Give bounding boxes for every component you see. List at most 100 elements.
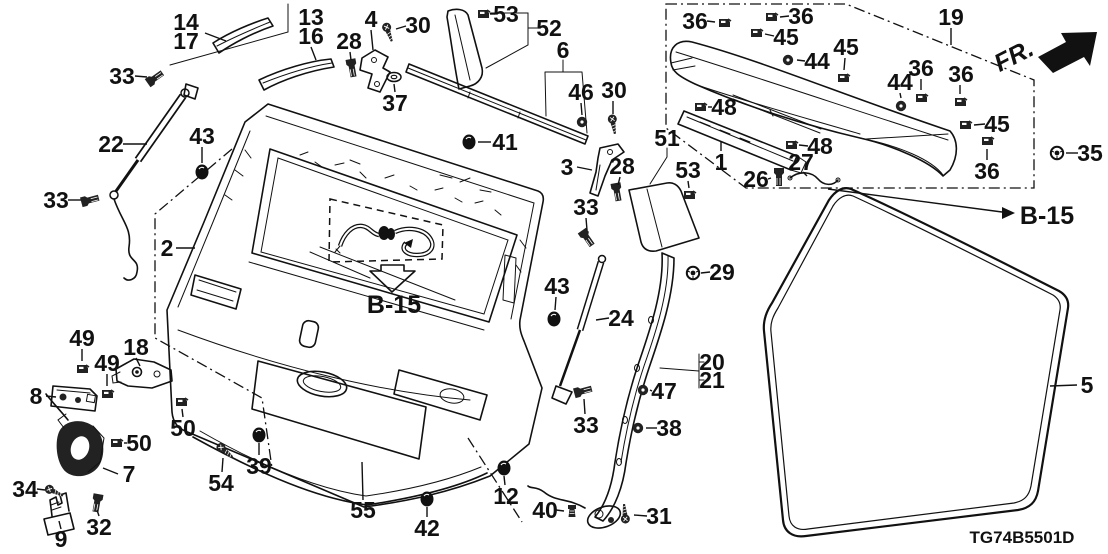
clip-icon [101, 389, 115, 399]
part-label-5: 5 [1081, 372, 1094, 398]
part-label-40: 40 [532, 497, 558, 523]
grommet-icon [546, 310, 562, 328]
leader-line-12 [503, 475, 506, 486]
leader-line-55 [361, 461, 364, 501]
b15-right-label: B-15 [1020, 202, 1074, 230]
spoiler-boundary-box [665, 3, 1035, 189]
leader-line-44 [796, 59, 806, 62]
striker-9 [43, 492, 75, 536]
ring-icon [1049, 145, 1065, 161]
boundary-dashdot-left [154, 148, 273, 469]
part-label-16: 16 [298, 23, 324, 49]
part-label-28: 28 [336, 28, 362, 54]
part-label-48: 48 [807, 133, 833, 159]
clip-icon [959, 120, 973, 130]
bolt-icon [577, 227, 597, 249]
spoiler-wing [669, 40, 958, 177]
lower-garnish-edge [192, 436, 488, 506]
channel-foot [586, 505, 622, 529]
clip-icon [765, 12, 779, 22]
tailgate-panel [166, 103, 545, 508]
leader-line-4 [370, 29, 374, 51]
part-label-3: 3 [561, 154, 574, 180]
leader-line-7 [102, 467, 119, 475]
leader-line-36 [779, 15, 790, 18]
bolt-icon [610, 181, 624, 203]
part-label-32: 32 [86, 514, 112, 540]
nut-icon [576, 116, 588, 128]
b15-right-leader [827, 188, 1003, 213]
bolt-icon [345, 57, 359, 79]
nut-icon [895, 100, 907, 112]
roof-trim-14-17 [212, 17, 274, 54]
side-channel [527, 252, 675, 529]
leader-line-29 [700, 271, 711, 274]
part-label-17: 17 [173, 28, 199, 54]
fr-arrow-icon [1038, 32, 1097, 73]
leader-line-17 [204, 32, 227, 42]
b15-detail-callout: B-15 [328, 198, 444, 319]
bolt-icon [773, 167, 785, 187]
leader-line-32 [96, 509, 100, 517]
part-label-49: 49 [69, 325, 95, 351]
leader-line-48 [798, 144, 809, 147]
b15-center-label: B-15 [367, 291, 421, 319]
boundary-dashdot-bottom [467, 437, 523, 523]
part-label-47: 47 [651, 378, 677, 404]
leader-line-16 [310, 46, 317, 61]
weatherstrip-seal [762, 187, 1070, 538]
leader-line-24 [595, 317, 610, 321]
washer-icon [386, 71, 402, 83]
part-label-48: 48 [711, 94, 737, 120]
leader-line-45 [764, 33, 775, 37]
cable-end-detail [334, 245, 341, 254]
leader-line-26 [767, 177, 772, 180]
clip-icon [750, 28, 764, 38]
part-label-27: 27 [788, 149, 814, 175]
nut-icon [782, 54, 794, 66]
grommet-icon [194, 163, 210, 181]
part-label-38: 38 [656, 415, 682, 441]
part-label-24: 24 [608, 305, 634, 331]
part-label-31: 31 [646, 503, 672, 529]
part-label-22: 22 [98, 131, 124, 157]
leader-line-28 [617, 176, 621, 186]
grommet-icon [461, 133, 477, 151]
strut-upper-bracket [183, 83, 199, 100]
part-label-26: 26 [743, 166, 769, 192]
tailgate-outline [166, 103, 545, 508]
part-label-49: 49 [94, 350, 120, 376]
leader-line-40 [555, 509, 565, 512]
part-label-12: 12 [493, 483, 519, 509]
tailgate-garnish [677, 94, 841, 186]
stud-icon [567, 504, 577, 518]
garnish-hatch [686, 116, 794, 162]
part-label-53: 53 [675, 157, 701, 183]
right-pocket-hole [439, 388, 465, 404]
leader-line-8 [45, 395, 57, 398]
part-label-36: 36 [788, 3, 814, 29]
part-label-30: 30 [405, 12, 431, 38]
glass-reflection-lines [309, 246, 456, 301]
license-lamp-inner [302, 375, 342, 393]
left-taillight-pocket [190, 274, 242, 310]
clip-icon [837, 73, 851, 83]
leader-line-33 [134, 75, 148, 78]
roof-trim-13-16 [258, 58, 335, 91]
part-label-39: 39 [246, 453, 272, 479]
clip-icon [915, 93, 929, 103]
part-label-41: 41 [492, 129, 518, 155]
leader-line-30 [395, 25, 407, 30]
bracket-trim-51 [649, 147, 668, 185]
bolt-icon [572, 383, 594, 399]
gas-strut-right [551, 254, 607, 405]
spoiler-detail-lines [670, 51, 949, 176]
fr-label: FR. [990, 34, 1039, 77]
part-label-1: 1 [715, 149, 728, 175]
leader-line-3 [576, 166, 593, 171]
bracket-strip-6 [544, 59, 588, 134]
grommet-icon [496, 459, 512, 477]
bolt-icon [79, 192, 101, 208]
